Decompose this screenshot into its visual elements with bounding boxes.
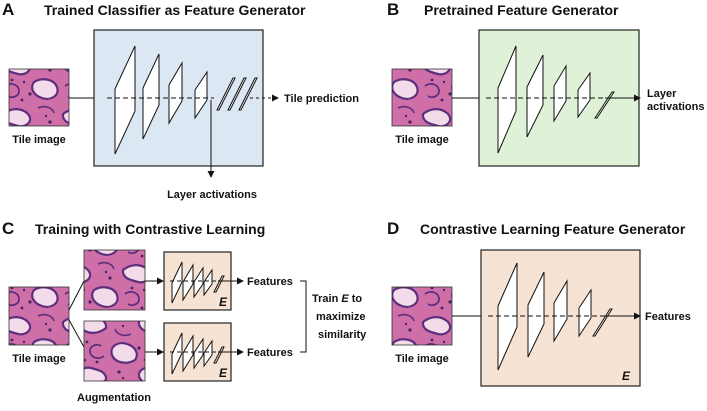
- panel-b-tile-image: [391, 68, 453, 127]
- panel-c-encoder-2-label: E: [219, 366, 228, 380]
- panel-a-side-output-label: Layer activations: [167, 189, 257, 201]
- panel-b-letter: B: [387, 0, 399, 19]
- panel-b: B Pretrained Feature Generator Tile imag…: [387, 0, 704, 167]
- panel-c-tile-image: [8, 286, 70, 346]
- panel-c-augmented-image-1: [83, 249, 146, 311]
- panel-c-objective-line1: Train E to: [312, 293, 362, 305]
- panel-a-output-label: Tile prediction: [284, 93, 359, 105]
- panel-c-branch-bottom: [68, 319, 85, 348]
- panel-d-title: Contrastive Learning Feature Generator: [420, 221, 686, 237]
- panel-c-augmentation-label: Augmentation: [77, 392, 151, 404]
- panel-c-features-label-2: Features: [247, 347, 293, 359]
- panel-a-letter: A: [2, 0, 14, 19]
- panel-d-letter: D: [387, 219, 399, 238]
- panel-c-augmented-image-2: [83, 320, 146, 382]
- panel-d: D Contrastive Learning Feature Generator…: [387, 219, 691, 387]
- panel-c-input-label: Tile image: [12, 353, 66, 365]
- panel-b-input-label: Tile image: [395, 134, 449, 146]
- panel-a-tile-image: [8, 68, 70, 127]
- panel-a-input-label: Tile image: [12, 134, 66, 146]
- panel-d-encoder-label: E: [622, 369, 631, 383]
- panel-c-similarity-bracket: [300, 280, 307, 353]
- panel-c-title: Training with Contrastive Learning: [35, 221, 265, 237]
- panel-d-output-label: Features: [645, 311, 691, 323]
- panel-a-network-layers: [114, 45, 258, 155]
- panel-c-branch-top: [68, 280, 85, 311]
- panel-c-letter: C: [2, 219, 14, 238]
- panel-a-title: Trained Classifier as Feature Generator: [44, 2, 306, 18]
- panel-d-tile-image: [391, 286, 453, 346]
- panel-b-network-layers: [497, 45, 615, 154]
- panel-d-input-label: Tile image: [395, 353, 449, 365]
- panel-b-output-label-line2: activations: [647, 101, 704, 113]
- panel-b-title: Pretrained Feature Generator: [424, 2, 619, 18]
- panel-c-objective-line3: similarity: [318, 329, 367, 341]
- panel-a: A Trained Classifier as Feature Generato…: [2, 0, 359, 201]
- panel-b-output-label-line1: Layer: [647, 88, 677, 100]
- panel-c-encoder-1-label: E: [219, 295, 228, 309]
- panel-c: C Training with Contrastive Learning Til…: [2, 219, 367, 404]
- panel-c-objective-line2: maximize: [316, 311, 366, 323]
- panel-c-encoder-1-layers: [171, 261, 225, 304]
- panel-c-features-label-1: Features: [247, 276, 293, 288]
